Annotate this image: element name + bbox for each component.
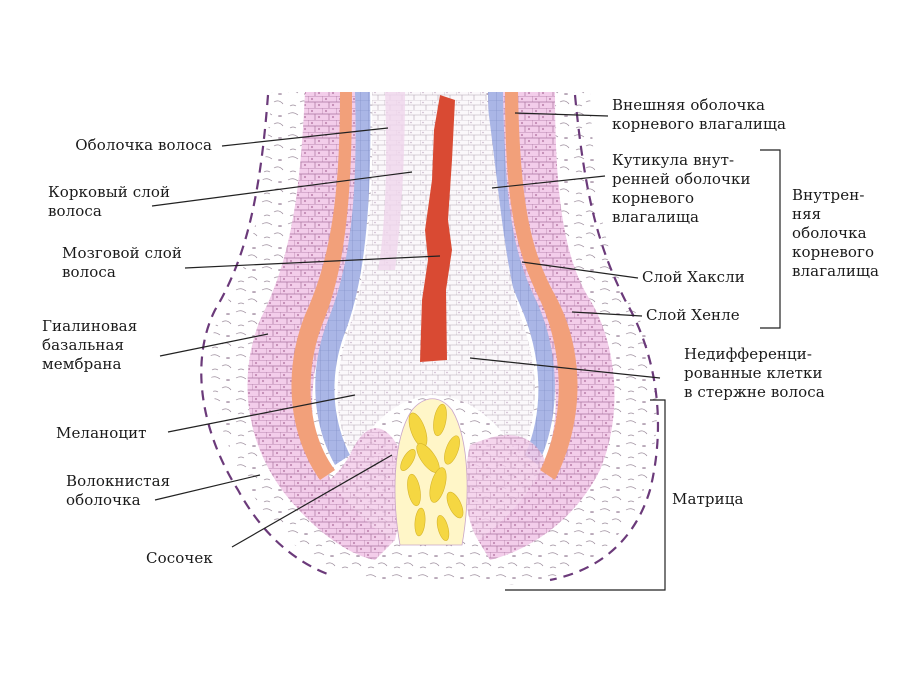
papilla-cell [429, 467, 447, 503]
label-hair-sheath: Оболочка волоса [75, 136, 212, 154]
huxley-layer-left [315, 92, 371, 465]
papilla-cells [400, 403, 464, 541]
papilla-cell [446, 491, 464, 519]
dermis-outline-left [200, 94, 331, 577]
cortex-band [378, 92, 405, 270]
label-glassy-membrane: Гиалиновая базальная мембрана [42, 317, 138, 373]
papilla [394, 398, 468, 546]
huxley-layer-right [488, 92, 555, 465]
medulla [420, 95, 455, 362]
henle-layer-left [291, 92, 352, 480]
label-papilla: Сосочек [146, 549, 213, 567]
papilla-cell [414, 507, 426, 537]
leader-lines [151, 112, 781, 591]
dermis-outline-right [549, 94, 660, 582]
label-melanocyte: Меланоцит [56, 424, 147, 442]
papilla-cell [436, 515, 450, 541]
matrix-area [292, 428, 401, 560]
papilla-cell [433, 403, 447, 437]
label-fibrous-sheath: Волокнистая оболочка [66, 472, 171, 509]
papilla-cell [400, 449, 416, 471]
label-outer-root-sheath: Внешняя оболочка корневого влагалища [612, 96, 787, 133]
label-inner-root-sheath: Внутрен- няя оболочка корневого влагалищ… [792, 186, 880, 280]
label-huxley: Слой Хаксли [642, 268, 745, 286]
papilla-cell [444, 435, 460, 465]
label-matrix: Матрица [672, 490, 744, 508]
label-undifferentiated-cells: Недифференци- рованные клетки в стержне … [684, 345, 825, 401]
label-medulla: Мозговой слой волоса [62, 244, 182, 281]
henle-layer-right [505, 92, 578, 480]
papilla-cell [407, 473, 421, 507]
label-henle: Слой Хенле [646, 306, 740, 324]
label-cuticle-inner: Кутикула внут- ренней оболочки корневого… [612, 151, 751, 226]
label-cortex: Корковый слой волоса [48, 183, 171, 220]
matrix-area-right [465, 435, 545, 540]
